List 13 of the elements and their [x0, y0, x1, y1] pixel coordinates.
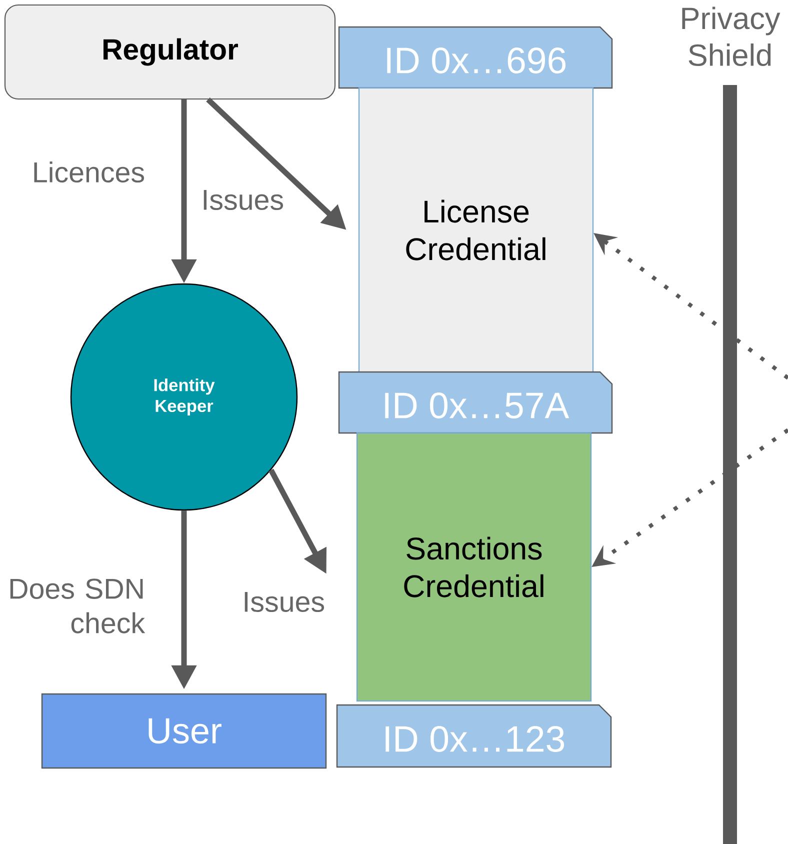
credential-box: License Credential [358, 87, 594, 373]
edge-label: Issues [244, 592, 324, 612]
edge-label: Does SDN check [10, 578, 146, 634]
node-label: Privacy Shield [682, 6, 780, 66]
regulator-box: Regulator [4, 4, 336, 100]
id-tag: ID 0x…123 [336, 704, 612, 768]
id-tag: ID 0x…696 [338, 26, 613, 89]
user-box: User [41, 693, 327, 769]
privacy-shield: Privacy Shield [682, 6, 780, 844]
edge-label: Issues [204, 190, 284, 210]
edge-label: Licences [34, 162, 144, 183]
id-tag: ID 0x…57A [338, 371, 613, 434]
credential-box: Sanctions Credential [356, 432, 592, 702]
